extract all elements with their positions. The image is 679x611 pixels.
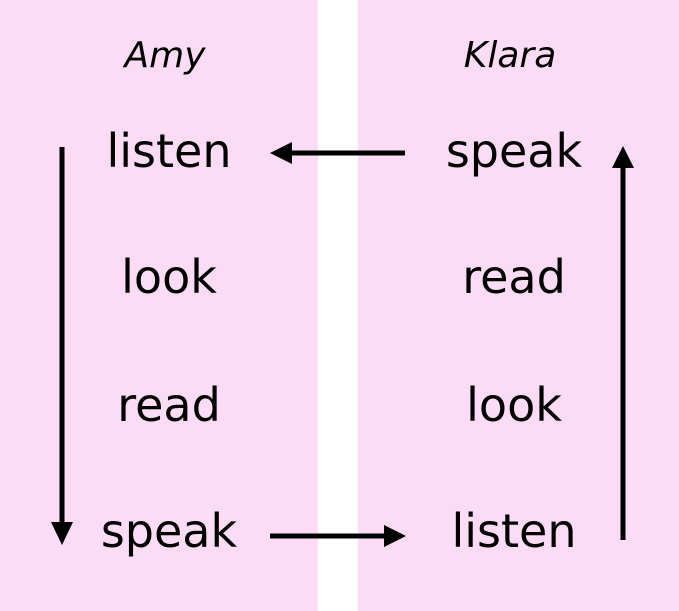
arrow-speak-to-listen-bottom bbox=[270, 525, 406, 547]
amy-word-read: read bbox=[117, 378, 221, 432]
klara-word-listen: listen bbox=[451, 504, 577, 558]
arrow-amy-down bbox=[51, 147, 73, 545]
klara-word-read: read bbox=[462, 250, 566, 304]
klara-title: Klara bbox=[463, 35, 557, 76]
amy-word-look: look bbox=[121, 250, 217, 304]
amy-word-speak: speak bbox=[100, 504, 238, 558]
amy-panel bbox=[0, 0, 318, 611]
arrow-speak-to-listen bbox=[270, 142, 405, 164]
amy-title: Amy bbox=[124, 35, 206, 76]
klara-word-speak: speak bbox=[445, 124, 583, 178]
klara-word-look: look bbox=[466, 378, 562, 432]
amy-word-listen: listen bbox=[106, 124, 232, 178]
arrow-klara-up bbox=[612, 146, 634, 540]
